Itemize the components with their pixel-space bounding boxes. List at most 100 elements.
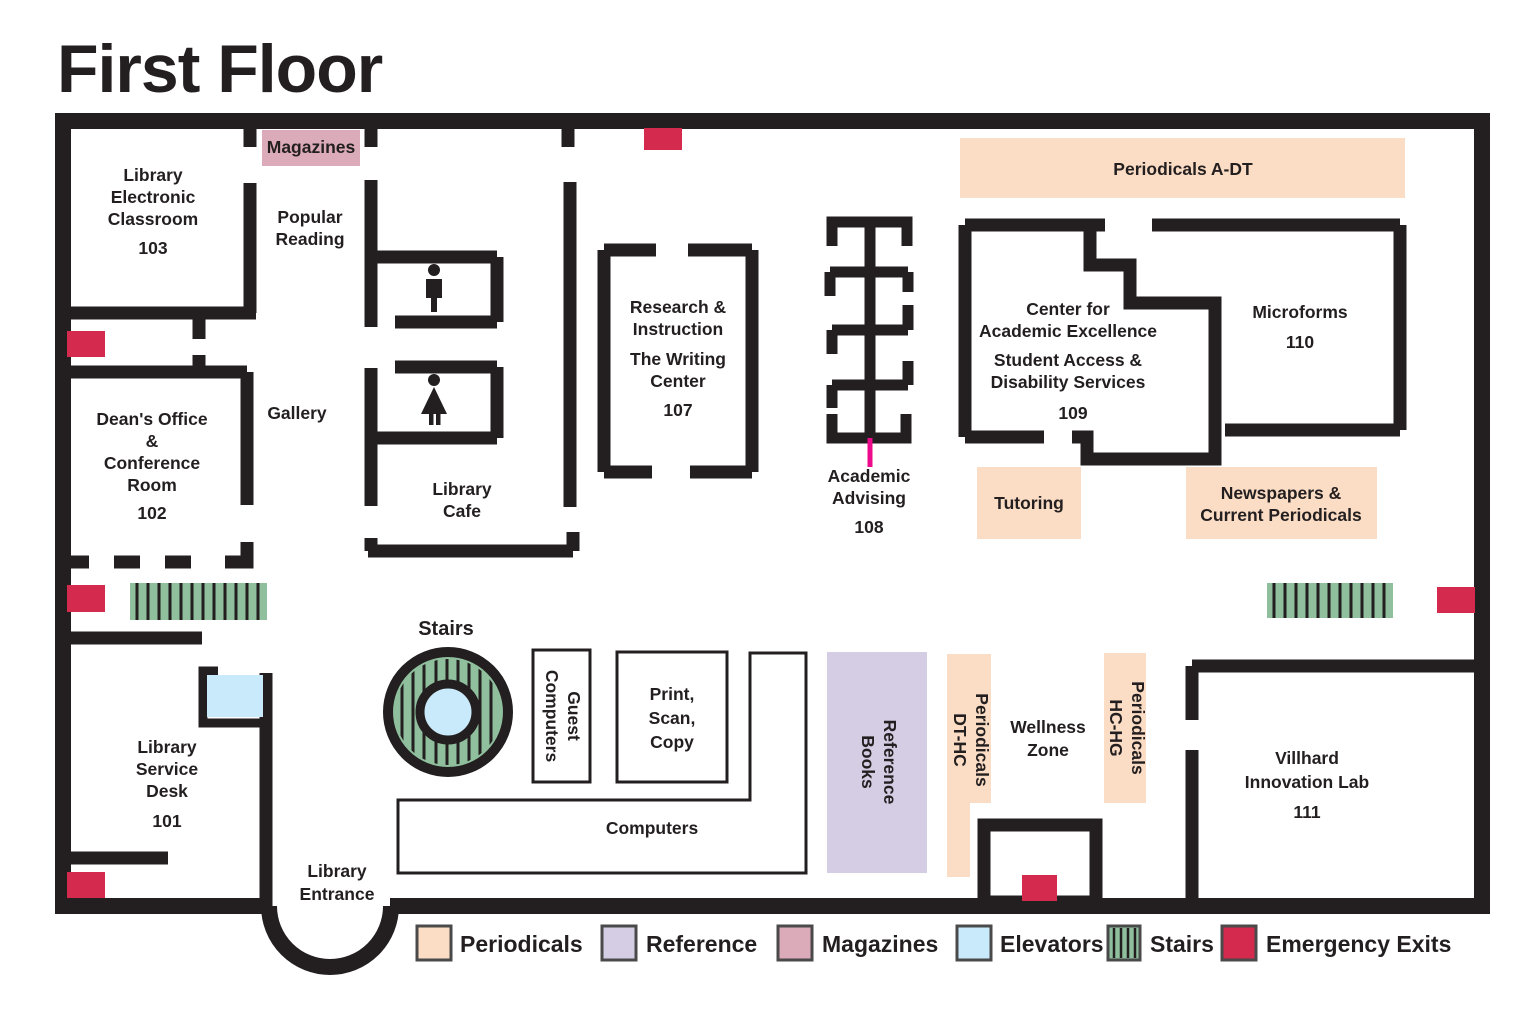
periodicals-a-dt-label: Periodicals A-DT — [1113, 159, 1253, 179]
legend-label: Reference — [646, 931, 757, 957]
legend-label: Periodicals — [460, 931, 583, 957]
newspapers-label: Newspapers & Current Periodicals — [1200, 483, 1362, 525]
emergency-exit-marker — [67, 331, 105, 357]
room-label: & — [146, 431, 159, 451]
periodicals-hc-hg-label: Periodicals HC-HG — [1106, 681, 1148, 775]
room-number: 101 — [152, 811, 181, 831]
periodicals-a-dt-area — [960, 138, 1405, 198]
room-label: Disability Services — [991, 372, 1146, 392]
page-title: First Floor — [57, 31, 383, 107]
room-number: 103 — [138, 238, 167, 258]
reference-books-label: Reference Books — [858, 720, 900, 805]
room-label: Cafe — [443, 501, 481, 521]
room-label: The Writing — [630, 349, 726, 369]
legend-label: Emergency Exits — [1266, 931, 1451, 957]
computer-areas — [396, 648, 808, 875]
stairs-left — [130, 583, 267, 620]
room-label: Reading — [275, 229, 344, 249]
room-label: Service — [136, 759, 199, 779]
outer-wall — [55, 113, 1490, 914]
room-label: Instruction — [633, 319, 723, 339]
room-label: Books — [858, 735, 878, 789]
room-label: Wellness — [1010, 717, 1086, 737]
periodicals-dt-hc-label: Periodicals DT-HC — [950, 693, 992, 787]
magazines-swatch — [776, 924, 814, 962]
periodicals-swatch — [415, 924, 453, 962]
stairs-core-elevator — [415, 679, 481, 745]
room-label: Innovation Lab — [1245, 772, 1369, 792]
room-label: Academic — [828, 466, 911, 486]
legend-label: Magazines — [822, 931, 938, 957]
room-label: Library — [137, 737, 197, 757]
emergency-exits-swatch — [1220, 924, 1258, 962]
womens-restroom-icon — [421, 374, 447, 425]
room-label: Library — [432, 479, 492, 499]
room-label: Microforms — [1252, 302, 1348, 322]
emergency-exit-marker — [67, 872, 105, 898]
walls — [55, 113, 1490, 975]
room-academic-advising: Academic Advising 108 — [828, 466, 911, 537]
legend-label: Elevators — [1000, 931, 1104, 957]
tutoring-area — [977, 467, 1081, 539]
room-label: Reference — [880, 720, 900, 805]
legend: Periodicals Reference Magazines Elevator… — [415, 924, 1451, 962]
library-entrance-label: Library Entrance — [300, 861, 375, 904]
legend-item-reference: Reference — [600, 924, 757, 962]
stairs-label: Stairs — [418, 618, 474, 640]
room-deans-office: Dean's Office & Conference Room 102 — [96, 409, 207, 523]
wellness-zone-label: Wellness Zone — [1010, 717, 1086, 760]
room-microforms: Microforms 110 — [1252, 302, 1348, 352]
room-label: Newspapers & — [1221, 483, 1342, 503]
room-label: HC-HG — [1106, 699, 1126, 756]
emergency-exit-marker — [1022, 875, 1057, 901]
room-label: Room — [127, 475, 177, 495]
reference-books-area — [827, 652, 927, 873]
room-label: Popular — [277, 207, 342, 227]
elevator-walls — [198, 666, 264, 728]
newspapers-area — [1186, 467, 1377, 539]
room-label: Library — [123, 165, 183, 185]
interior-walls — [63, 113, 1474, 906]
magazines-label: Magazines — [267, 137, 356, 157]
computers-box — [396, 651, 808, 875]
room-electronic-classroom: Library Electronic Classroom 103 — [108, 165, 198, 258]
room-label: Center for — [1026, 299, 1110, 319]
room-label: Conference — [104, 453, 201, 473]
room-label: Guest — [564, 691, 584, 741]
emergency-exit-marker — [644, 128, 682, 150]
print-scan-copy-box — [615, 650, 729, 784]
emergency-exit-marker — [67, 585, 105, 612]
legend-item-periodicals: Periodicals — [415, 924, 583, 962]
room-research-instruction: Research & Instruction The Writing Cente… — [630, 297, 727, 420]
room-villhard-lab: Villhard Innovation Lab 111 — [1245, 748, 1369, 822]
room-number: 110 — [1286, 332, 1314, 352]
mens-restroom-icon — [426, 264, 442, 312]
room-label: Zone — [1027, 740, 1069, 760]
room-label: Advising — [832, 488, 906, 508]
emergency-exits — [67, 128, 1475, 901]
room-label: Library — [307, 861, 367, 881]
room-label: Entrance — [300, 884, 375, 904]
magazines-area — [262, 130, 360, 166]
wellness-back-room — [977, 818, 1103, 909]
stairs-right — [1267, 583, 1393, 618]
periodicals-hc-hg-area — [1104, 653, 1146, 803]
guest-computers-box — [531, 648, 592, 784]
elevator-marker — [207, 675, 263, 717]
room-label: Scan, — [649, 708, 696, 728]
legend-label: Stairs — [1150, 931, 1214, 957]
tutoring-label: Tutoring — [994, 493, 1064, 513]
legend-item-magazines: Magazines — [776, 924, 938, 962]
room-label: Student Access & — [994, 350, 1143, 370]
room-label: Electronic — [111, 187, 196, 207]
room-library-cafe: Library Cafe — [432, 479, 492, 521]
periodicals-dt-hc-area — [947, 654, 991, 877]
emergency-exit-marker — [1437, 587, 1475, 613]
room-label: Copy — [650, 732, 694, 752]
room-number: 102 — [137, 503, 166, 523]
room-number: 109 — [1058, 403, 1087, 423]
legend-item-stairs: Stairs — [1106, 924, 1214, 962]
room-service-desk: Library Service Desk 101 — [136, 737, 199, 831]
